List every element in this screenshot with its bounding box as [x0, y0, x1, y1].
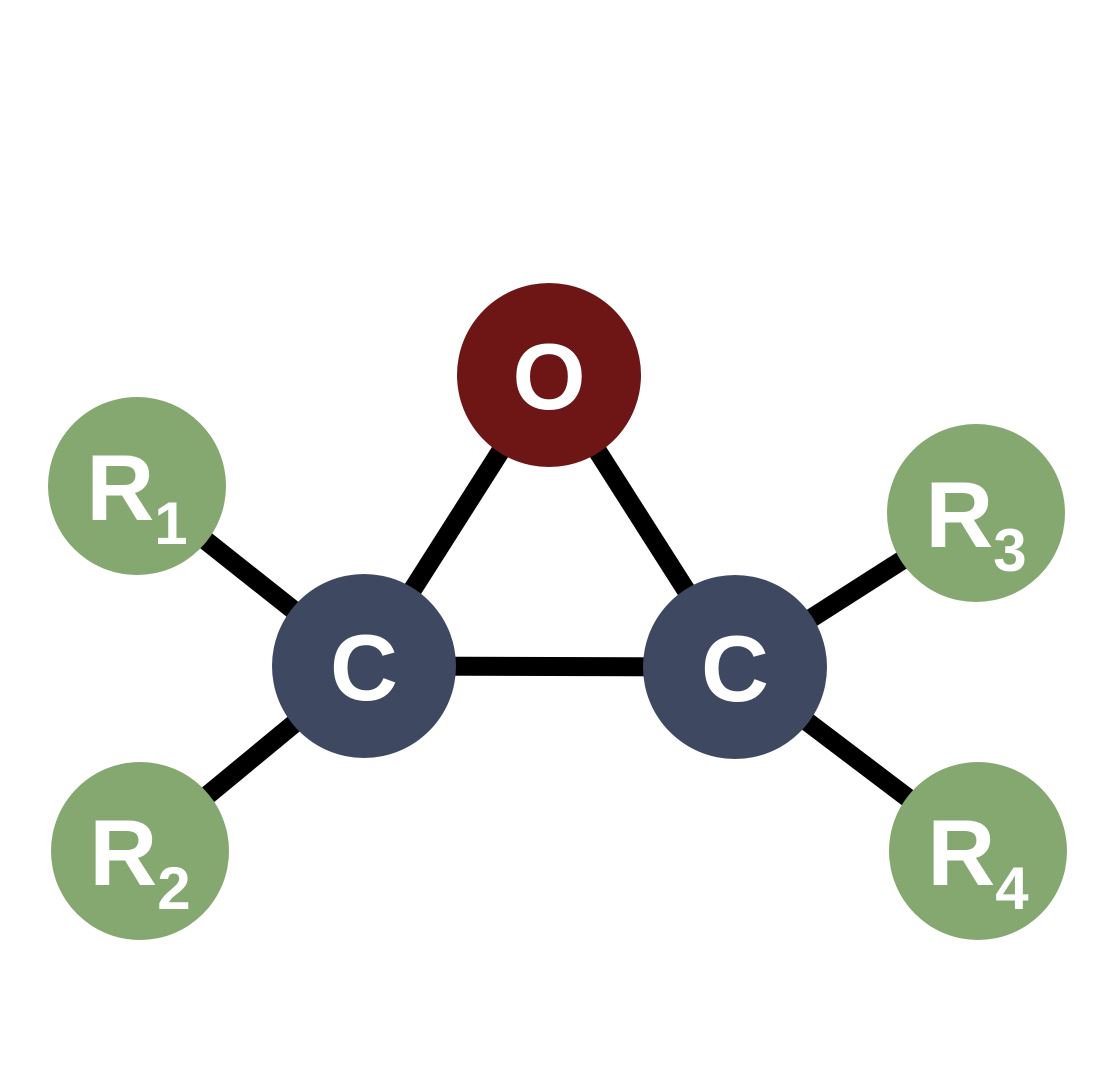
atom-o-circle — [457, 283, 641, 467]
atom-c2-label: C — [701, 616, 769, 721]
atom-c1-circle — [272, 574, 456, 758]
atom-label-group: O C C R1 R2 R3 R4 — [86, 324, 1029, 922]
atom-c2-circle — [643, 575, 827, 759]
substituent-r2-label: R2 — [89, 800, 190, 922]
substituent-r4-label: R4 — [927, 800, 1029, 922]
substituent-r4-circle — [889, 762, 1067, 940]
substituent-r2-circle — [51, 762, 229, 940]
atom-c1-label: C — [330, 615, 398, 720]
atom-circle-group — [48, 283, 1067, 940]
substituent-r3-label: R3 — [925, 462, 1026, 584]
substituent-r3-circle — [887, 424, 1065, 602]
substituent-r1-label: R1 — [86, 435, 187, 557]
substituent-r1-circle — [48, 397, 226, 575]
atom-o-label: O — [512, 324, 585, 429]
